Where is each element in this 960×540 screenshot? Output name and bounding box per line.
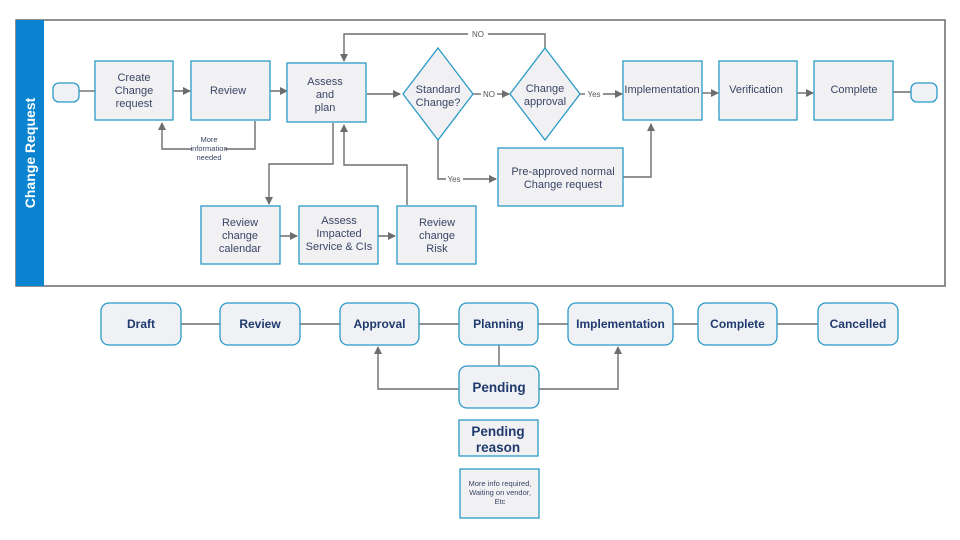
connectors — [79, 33, 911, 240]
process-review[interactable]: Review — [190, 60, 271, 121]
connector-approval-no-top — [488, 33, 546, 48]
pending-reason-line-2: reason — [476, 440, 520, 455]
create-line-1: Create — [117, 72, 150, 84]
create-line-2: Change — [115, 85, 154, 97]
assess-line-2: and — [316, 89, 334, 101]
connector-assess-calendar — [265, 123, 334, 205]
state-box — [100, 302, 182, 346]
state-pending[interactable]: Pending — [458, 365, 540, 409]
state-label: Review — [239, 317, 281, 331]
approval-line-1: Change — [526, 83, 565, 95]
process-complete[interactable]: Complete — [813, 60, 894, 121]
reason-example-1: More info required, — [469, 479, 532, 488]
process-verification[interactable]: Verification — [718, 60, 798, 121]
risk-line-3: Risk — [426, 243, 448, 255]
state-label: Approval — [353, 317, 405, 331]
state-label: Complete — [710, 317, 765, 331]
swimlane-title: Change Request — [22, 97, 38, 208]
preapproved-line-2: Change request — [524, 179, 602, 191]
calendar-line-1: Review — [222, 217, 258, 229]
impacted-line-2: Impacted — [316, 228, 361, 240]
state-box — [458, 302, 539, 346]
process-preapproved-normal[interactable]: Pre-approved normal Change request — [497, 147, 624, 207]
verification-label: Verification — [729, 84, 783, 96]
preapproved-line-1: Pre-approved normal — [511, 166, 614, 178]
label-yes-standard: Yes — [447, 175, 460, 184]
process-assess-impacted[interactable]: Assess Impacted Service & CIs — [298, 205, 379, 265]
state-box — [339, 302, 420, 346]
state-box — [817, 302, 899, 346]
connector-standard-yes — [437, 140, 446, 180]
connector-preapproved-impl — [623, 123, 655, 178]
swimlane-header — [16, 20, 44, 286]
state-label: Planning — [473, 317, 524, 331]
pending-reason-line-1: Pending — [471, 424, 524, 439]
state-label: Draft — [127, 317, 155, 331]
complete-label: Complete — [830, 84, 877, 96]
state-box — [697, 302, 778, 346]
state-approval[interactable]: Approval — [339, 302, 420, 346]
connector-moreinfo-create — [158, 122, 192, 150]
more-info-line-3: needed — [196, 153, 221, 162]
pending-reason-box: Pending reason — [458, 419, 539, 457]
state-label: Implementation — [576, 317, 665, 331]
state-connectors — [181, 323, 818, 390]
decision-standard-change[interactable]: Standard Change? — [402, 46, 474, 142]
approval-line-2: approval — [524, 96, 566, 108]
review-label: Review — [210, 85, 246, 97]
reason-example-2: Waiting on vendor, — [469, 488, 531, 497]
connector-review-moreinfo — [225, 121, 256, 150]
risk-line-2: change — [419, 230, 455, 242]
label-no-middle: NO — [483, 90, 495, 99]
decision-change-approval[interactable]: Change approval — [509, 46, 581, 142]
state-planning[interactable]: Planning — [458, 302, 539, 346]
standard-line-2: Change? — [416, 97, 461, 109]
connector-no-assess — [340, 33, 468, 62]
process-implementation[interactable]: Implementation — [622, 60, 703, 121]
label-yes-approval: Yes — [587, 90, 600, 99]
state-label: Cancelled — [830, 317, 887, 331]
state-box — [567, 302, 674, 346]
state-complete[interactable]: Complete — [697, 302, 778, 346]
impacted-line-3: Service & CIs — [306, 241, 373, 253]
calendar-line-2: change — [222, 230, 258, 242]
pending-reason-examples: More info required, Waiting on vendor, E… — [459, 468, 540, 519]
state-box — [219, 302, 301, 346]
state-line-pending-implementation — [539, 346, 622, 390]
end-terminal[interactable] — [910, 82, 938, 103]
state-line-pending-approval — [374, 346, 459, 390]
label-no-top: NO — [472, 30, 484, 39]
process-assess-and-plan[interactable]: Assess and plan — [286, 62, 367, 123]
pending-label: Pending — [472, 380, 525, 395]
implementation-label: Implementation — [624, 84, 699, 96]
more-info-line-1: More — [200, 135, 217, 144]
process-review-change-calendar[interactable]: Review change calendar — [200, 205, 281, 265]
state-implementation[interactable]: Implementation — [567, 302, 674, 346]
calendar-line-3: calendar — [219, 243, 262, 255]
connector-risk-assess — [340, 124, 408, 205]
assess-line-1: Assess — [307, 76, 343, 88]
reason-example-3: Etc — [495, 497, 506, 506]
start-terminal[interactable] — [52, 82, 80, 103]
state-review[interactable]: Review — [219, 302, 301, 346]
create-line-3: request — [116, 98, 153, 110]
impacted-line-1: Assess — [321, 215, 357, 227]
risk-line-1: Review — [419, 217, 455, 229]
state-flow: Draft Review Approval Planning Implementatio… — [100, 302, 899, 346]
more-info-line-2: information — [190, 144, 227, 153]
state-draft[interactable]: Draft — [100, 302, 182, 346]
assess-line-3: plan — [315, 102, 336, 114]
process-review-change-risk[interactable]: Review change Risk — [396, 205, 477, 265]
process-create-change-request[interactable]: Create Change request — [94, 60, 174, 121]
swimlane-frame — [15, 19, 946, 287]
state-cancelled[interactable]: Cancelled — [817, 302, 899, 346]
more-information-needed-label: More information needed — [190, 135, 227, 162]
standard-line-1: Standard — [416, 84, 461, 96]
